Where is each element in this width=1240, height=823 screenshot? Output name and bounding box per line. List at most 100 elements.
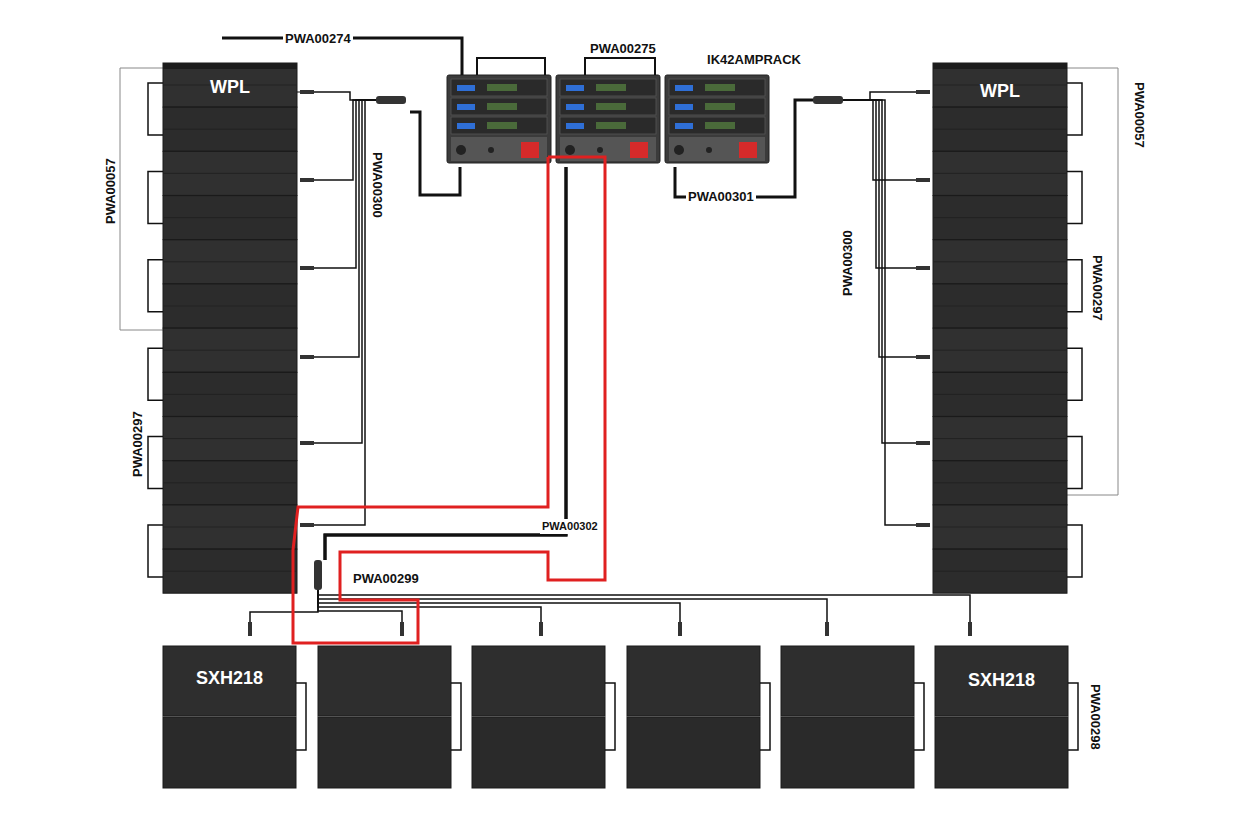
connector: [968, 622, 972, 636]
sub-cabinet: [472, 646, 605, 716]
array-cabinet: [163, 240, 297, 284]
array-cabinet: [163, 151, 297, 195]
splitter: [314, 560, 322, 590]
cable-line: [312, 92, 376, 100]
connector: [400, 622, 404, 636]
connector: [916, 355, 930, 359]
cable-label: PWA00057: [1132, 80, 1147, 150]
array-cabinet: [933, 505, 1067, 549]
line-array: [163, 63, 297, 593]
jumper-link: [148, 260, 163, 312]
cable-label: PWA00299: [351, 571, 421, 586]
jumper-link: [1067, 437, 1082, 489]
connector: [539, 622, 543, 636]
speaker-box: SXH218: [935, 646, 1068, 788]
rack-panel: [669, 137, 765, 161]
array-cabinet: [933, 417, 1067, 461]
jumper-link: [1067, 348, 1082, 400]
array-cabinet: [933, 284, 1067, 328]
amplifier: [560, 117, 656, 134]
connector: [300, 441, 314, 445]
amplifier: [451, 117, 547, 134]
array-cabinet: [933, 63, 1067, 107]
array-cabinet: [163, 372, 297, 416]
cabinet-seam: [933, 306, 1067, 307]
node-label: WPL: [163, 63, 297, 98]
amplifier: [451, 79, 547, 96]
sub-cabinet: [318, 646, 451, 716]
cable-label: PWA00057: [103, 156, 118, 226]
jumper-link: [148, 437, 163, 489]
array-cabinet: [163, 461, 297, 505]
cable-label: PWA00274: [283, 31, 353, 46]
speaker-box: WPL: [933, 63, 1067, 593]
array-cabinet: [933, 107, 1067, 151]
cable-line: [585, 58, 655, 75]
amp-display: [675, 123, 693, 129]
cabinet-seam: [933, 261, 1067, 262]
cabinet-seam: [163, 173, 297, 174]
bracket-line: [120, 68, 163, 330]
sub-cabinet: [935, 717, 1068, 788]
sub-cabinet: [935, 646, 1068, 716]
jumper-link: [1067, 260, 1082, 312]
amp-rack: [447, 75, 551, 163]
amp-display: [566, 104, 584, 110]
cabinet-seam: [933, 394, 1067, 395]
cable-line: [318, 590, 680, 632]
connector: [248, 622, 252, 636]
cable-line: [312, 100, 376, 268]
amp-display: [566, 123, 584, 129]
cable-label: PWA00300: [370, 150, 385, 220]
node-label: SXH218: [935, 646, 1068, 691]
line-array: [933, 63, 1067, 593]
amp-meter: [596, 103, 626, 110]
cable-line: [318, 590, 541, 632]
jumper-link: [148, 348, 163, 400]
connector: [565, 145, 575, 155]
rack-panel: [451, 137, 547, 161]
jumper-link: [1068, 683, 1078, 750]
amp-meter: [596, 84, 626, 91]
cabinet-seam: [163, 217, 297, 218]
jumper-link: [148, 171, 163, 223]
connector: [300, 178, 314, 182]
amplifier: [669, 98, 765, 115]
jumper-link: [148, 525, 163, 577]
sub-cabinet: [627, 717, 760, 788]
amplifier: [669, 117, 765, 134]
amp-meter: [487, 122, 517, 129]
cabinet-seam: [933, 350, 1067, 351]
cable-line: [318, 590, 402, 632]
array-cabinet: [933, 372, 1067, 416]
amplifier: [560, 98, 656, 115]
array-cabinet: [163, 63, 297, 107]
cabinet-seam: [163, 571, 297, 572]
cable-connector: [675, 100, 813, 197]
speaker-box: SXH218: [163, 646, 296, 788]
connector: [597, 147, 603, 153]
jumper-link: [296, 683, 306, 750]
cable-line: [843, 92, 918, 100]
jumper-link: [148, 83, 163, 135]
cabinet-seam: [933, 482, 1067, 483]
connector: [916, 90, 930, 94]
cable-label: PWA00275: [588, 41, 658, 56]
node-label: WPL: [933, 63, 1067, 102]
array-cabinet: [163, 328, 297, 372]
jumper-link: [1067, 525, 1082, 577]
cable-line: [250, 590, 318, 632]
jumper-link: [914, 683, 924, 750]
cabinet-seam: [163, 350, 297, 351]
cable-line: [318, 590, 827, 632]
connector: [300, 90, 314, 94]
cable-line: [477, 58, 545, 75]
amp-rack: [556, 75, 660, 163]
cable-line: [312, 100, 376, 525]
cable-line: [843, 100, 918, 180]
speaker-box: WPL: [163, 63, 297, 593]
amp-display: [457, 104, 475, 110]
cabinet-seam: [933, 173, 1067, 174]
